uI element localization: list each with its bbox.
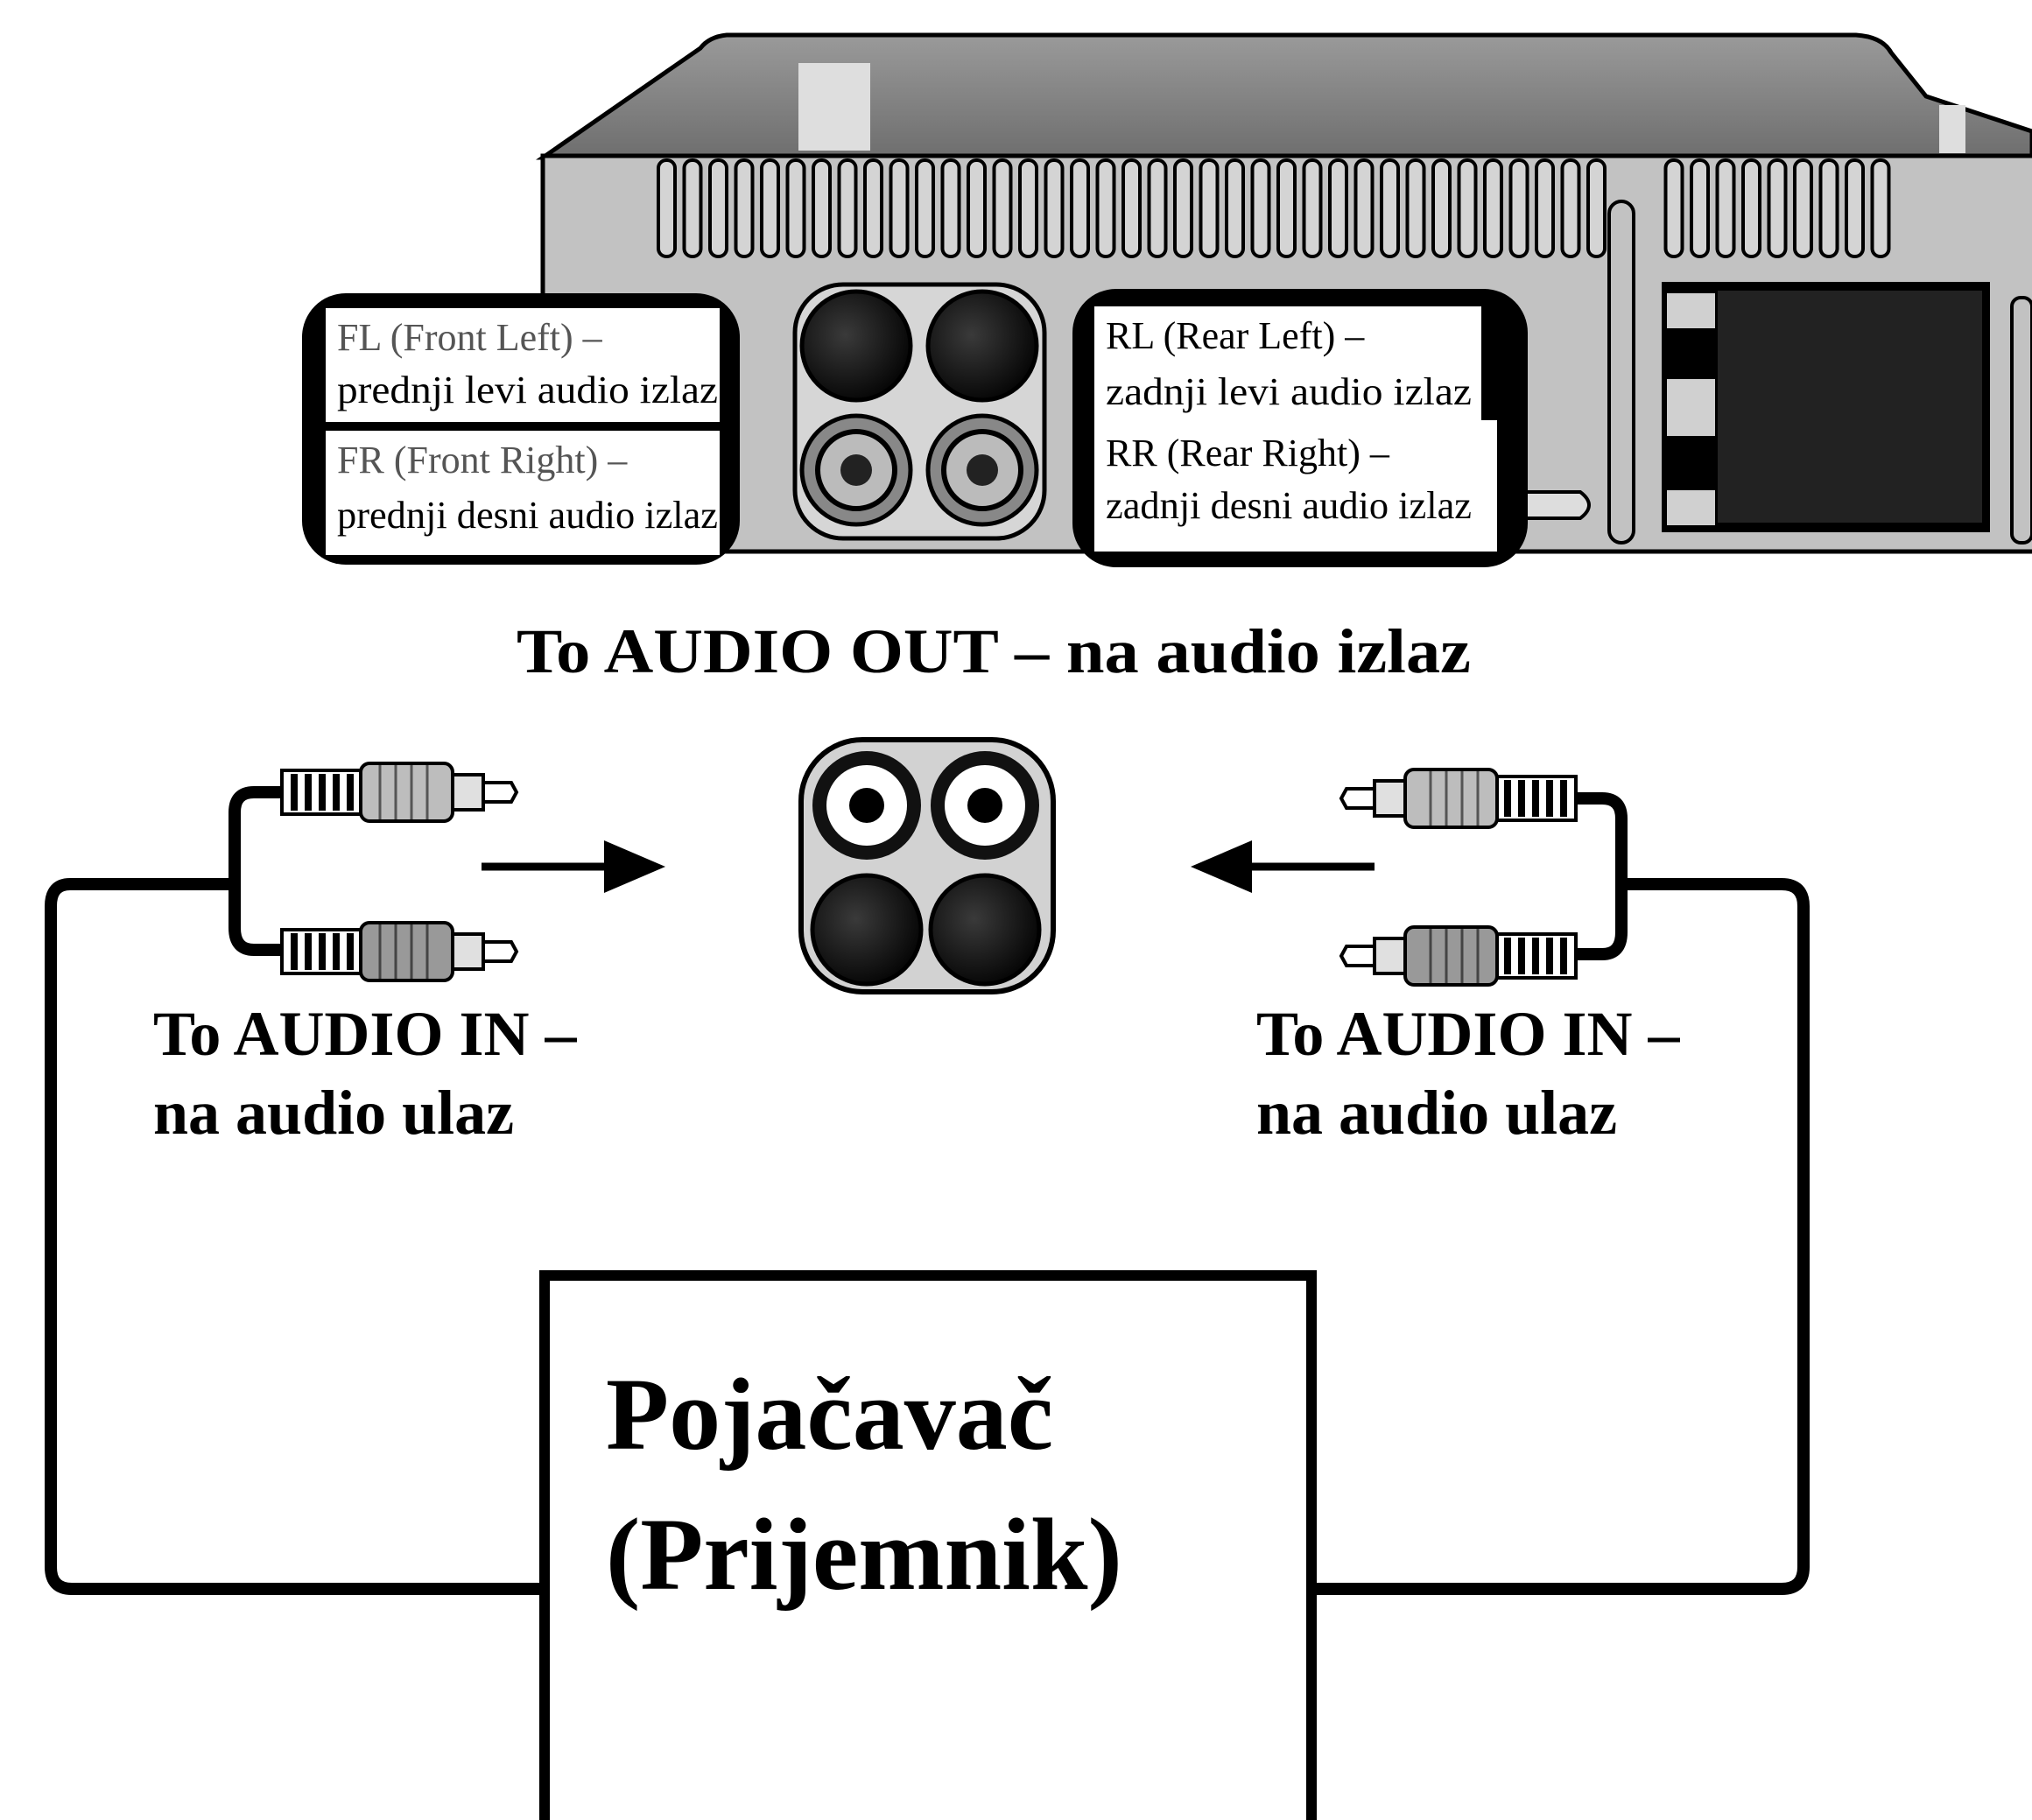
fr-label-line1: FR (Front Right) – bbox=[337, 439, 628, 481]
amplifier-label-line2: (Prijemnik) bbox=[606, 1497, 1122, 1612]
vent-slot bbox=[1793, 158, 1813, 258]
detail-jack-bottom-left bbox=[810, 873, 924, 987]
vent-slot bbox=[708, 158, 728, 258]
player-rear-panel: FL (Front Left) – prednji levi audio izl… bbox=[302, 32, 2032, 567]
vent-slot bbox=[1353, 158, 1375, 258]
rl-label-line2: zadnji levi audio izlaz bbox=[1106, 370, 1472, 413]
power-inlet bbox=[1662, 282, 2032, 545]
vent-slot bbox=[734, 158, 755, 258]
detail-jack-top-right bbox=[931, 751, 1039, 860]
right-cable bbox=[1313, 792, 1810, 1595]
device-top-tab-right bbox=[1939, 105, 1965, 153]
audio-out-label: To AUDIO OUT – na audio izlaz bbox=[517, 616, 1471, 686]
vent-slot bbox=[682, 158, 703, 258]
vent-slot bbox=[967, 158, 987, 258]
vent-slot bbox=[1121, 158, 1142, 258]
amplifier-box: Pojačavač (Prijemnik) bbox=[539, 1270, 1317, 1820]
rear-outputs-callout: RL (Rear Left) – zadnji levi audio izlaz… bbox=[1072, 289, 1528, 567]
vent-slot bbox=[1302, 158, 1323, 258]
fl-jack bbox=[799, 289, 913, 403]
amplifier-label-line1: Pojačavač bbox=[606, 1357, 1053, 1472]
vent-slot bbox=[1741, 158, 1761, 258]
vent-slot bbox=[1663, 158, 1684, 258]
rl-label-line1: RL (Rear Left) – bbox=[1106, 314, 1365, 357]
arrow-left bbox=[1191, 840, 1375, 893]
vent-slot bbox=[1018, 158, 1038, 258]
audio-out-jack-detail bbox=[798, 737, 1056, 994]
detail-jack-top-left bbox=[812, 751, 921, 860]
audio-in-right-line1: To AUDIO IN – bbox=[1256, 999, 1680, 1069]
vent-slot bbox=[1508, 158, 1529, 258]
rca-plug-right-bottom bbox=[1339, 925, 1578, 987]
vent-slot bbox=[1483, 158, 1503, 258]
vent-slot bbox=[992, 158, 1013, 258]
device-panel-divider bbox=[1607, 200, 1635, 545]
device-top-tab-left bbox=[798, 63, 870, 151]
fl-label-line2: prednji levi audio izlaz bbox=[337, 369, 718, 411]
vent-slot bbox=[1560, 158, 1581, 258]
vent-slot bbox=[785, 158, 806, 258]
fr-jack bbox=[799, 413, 913, 527]
vent-slot bbox=[1690, 158, 1710, 258]
rca-plug-right-top bbox=[1339, 768, 1578, 829]
vent-slot bbox=[657, 158, 677, 258]
rl-jack bbox=[925, 289, 1039, 403]
vent-slot bbox=[1845, 158, 1865, 258]
vent-slot bbox=[1328, 158, 1348, 258]
left-cable bbox=[45, 786, 545, 1595]
vent-slot bbox=[1250, 158, 1271, 258]
vent-slot bbox=[1199, 158, 1220, 258]
vent-slot bbox=[1431, 158, 1452, 258]
vent-slot bbox=[1535, 158, 1555, 258]
rca-plug-left-bottom bbox=[280, 921, 519, 982]
rr-jack bbox=[925, 413, 1039, 527]
device-top-surface bbox=[536, 32, 2032, 160]
vent-slot bbox=[1070, 158, 1090, 258]
vent-slot bbox=[1276, 158, 1297, 258]
rr-label-line1: RR (Rear Right) – bbox=[1106, 432, 1390, 474]
vent-slot bbox=[1818, 158, 1839, 258]
vent-slot bbox=[1147, 158, 1168, 258]
vent-slot bbox=[1225, 158, 1245, 258]
vent-slot bbox=[1457, 158, 1478, 258]
vent-slot bbox=[940, 158, 961, 258]
front-outputs-callout: FL (Front Left) – prednji levi audio izl… bbox=[302, 293, 740, 565]
vent-slot bbox=[1044, 158, 1065, 258]
vent-slot bbox=[760, 158, 780, 258]
vent-slot bbox=[1405, 158, 1426, 258]
arrow-right bbox=[482, 840, 665, 893]
vent-slot bbox=[1173, 158, 1193, 258]
device-vent-slots bbox=[657, 158, 1891, 258]
vent-slot bbox=[915, 158, 935, 258]
vent-slot bbox=[1380, 158, 1400, 258]
detail-jack-bottom-right bbox=[928, 873, 1042, 987]
vent-slot bbox=[1870, 158, 1891, 258]
vent-slot bbox=[837, 158, 858, 258]
vent-slot bbox=[812, 158, 832, 258]
fl-label-line1: FL (Front Left) – bbox=[337, 316, 603, 359]
audio-in-left-line2: na audio ulaz bbox=[153, 1078, 514, 1148]
vent-slot bbox=[1767, 158, 1788, 258]
vent-slot bbox=[1715, 158, 1736, 258]
fr-label-line2: prednji desni audio izlaz bbox=[337, 494, 718, 537]
audio-in-left-line1: To AUDIO IN – bbox=[153, 999, 577, 1069]
audio-in-right-line2: na audio ulaz bbox=[1256, 1078, 1617, 1148]
vent-slot bbox=[889, 158, 910, 258]
rca-plug-left-top bbox=[280, 762, 519, 823]
vent-slot bbox=[1586, 158, 1607, 258]
vent-slot bbox=[1095, 158, 1116, 258]
device-jack-cluster bbox=[792, 282, 1047, 541]
vent-slot bbox=[863, 158, 883, 258]
device-stub bbox=[1523, 490, 1591, 520]
rr-label-line2: zadnji desni audio izlaz bbox=[1106, 484, 1472, 527]
